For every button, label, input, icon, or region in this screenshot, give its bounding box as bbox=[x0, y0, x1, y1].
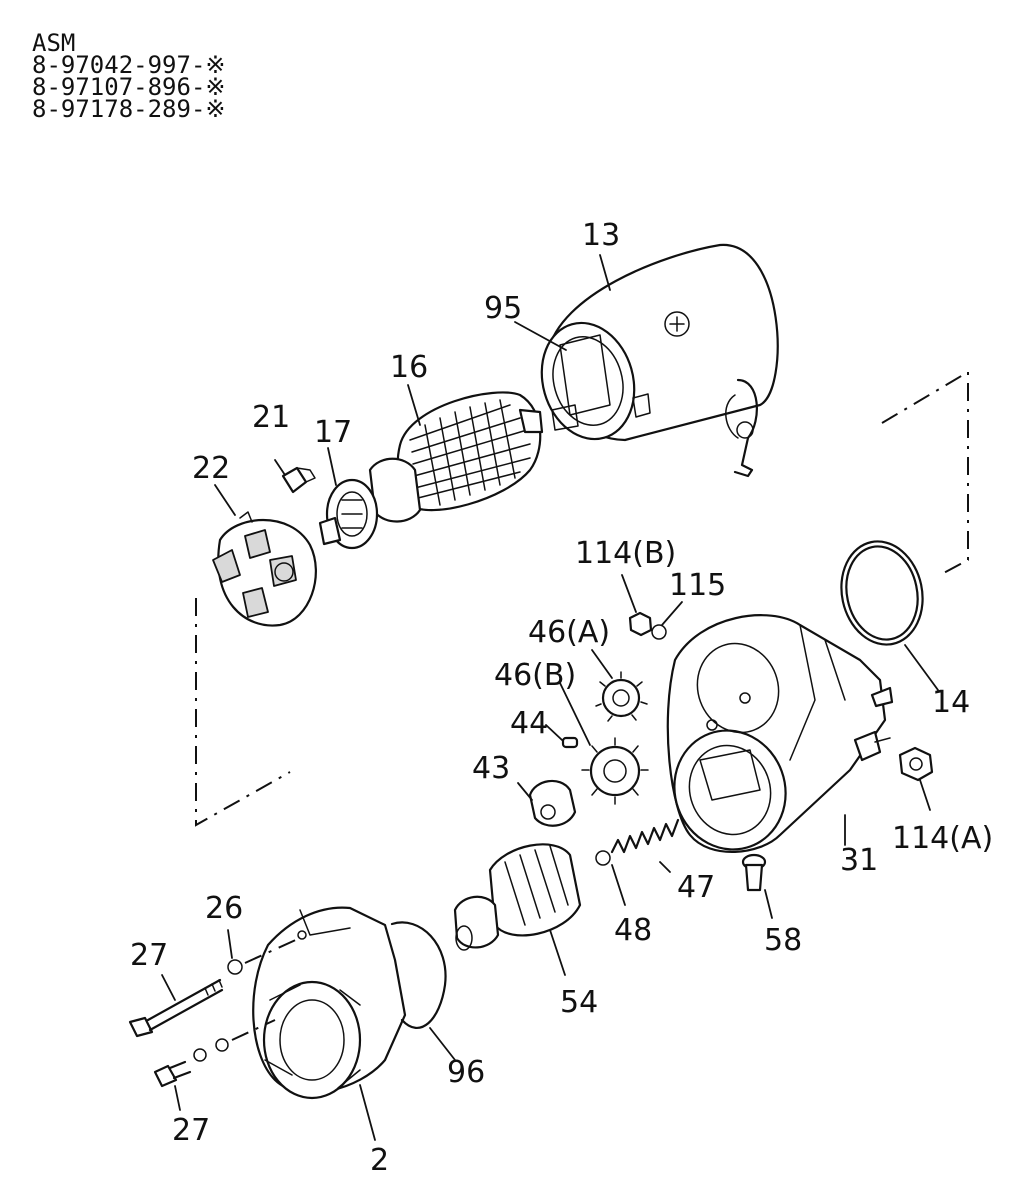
callout-31: 31 bbox=[840, 843, 878, 878]
assembly-guide-left bbox=[195, 598, 291, 827]
part-number-3: 8-97178-289-※ bbox=[32, 95, 226, 123]
brush-holder bbox=[212, 511, 317, 627]
callout-115: 115 bbox=[669, 568, 726, 603]
gear-46b bbox=[581, 737, 649, 805]
callout-43: 43 bbox=[472, 751, 510, 786]
gear-housing bbox=[666, 614, 894, 854]
callout-27-lower: 27 bbox=[172, 1113, 210, 1148]
drive-housing bbox=[252, 906, 407, 1100]
ball bbox=[595, 850, 611, 866]
gear-43 bbox=[528, 779, 577, 827]
assembly-header: ASM 8-97042-997-※ 8-97107-896-※ 8-97178-… bbox=[32, 29, 226, 123]
callout-48: 48 bbox=[614, 913, 652, 948]
long-bolt bbox=[128, 978, 224, 1038]
gear-46a bbox=[595, 671, 648, 722]
nut-b bbox=[628, 611, 653, 637]
armature bbox=[318, 391, 544, 550]
callout-46b: 46(B) bbox=[494, 658, 576, 693]
pinion-clutch bbox=[453, 843, 582, 951]
nut-a bbox=[898, 746, 934, 782]
yoke-housing bbox=[540, 243, 779, 478]
bolt-58 bbox=[741, 853, 767, 892]
spring bbox=[610, 818, 680, 854]
short-bolt bbox=[153, 1060, 192, 1088]
callout-26: 26 bbox=[205, 891, 243, 926]
callout-58: 58 bbox=[764, 923, 802, 958]
gasket-ring bbox=[840, 540, 924, 646]
washer-26 bbox=[227, 959, 243, 975]
part-number-2: 8-97107-896-※ bbox=[32, 73, 226, 101]
callout-95: 95 bbox=[484, 291, 522, 326]
assembly-title: ASM bbox=[32, 29, 76, 57]
callout-27-upper: 27 bbox=[130, 938, 168, 973]
washer-115 bbox=[651, 624, 667, 640]
callout-16: 16 bbox=[390, 350, 428, 385]
callout-13: 13 bbox=[582, 218, 620, 253]
callout-47: 47 bbox=[677, 870, 715, 905]
callout-46a: 46(A) bbox=[528, 615, 610, 650]
pin-44 bbox=[561, 736, 579, 749]
callout-114b: 114(B) bbox=[575, 536, 676, 571]
assembly-guide-right bbox=[881, 370, 969, 576]
callout-21: 21 bbox=[252, 400, 290, 435]
callout-96: 96 bbox=[447, 1055, 485, 1090]
callout-17: 17 bbox=[314, 415, 352, 450]
part-number-1: 8-97042-997-※ bbox=[32, 51, 226, 79]
callout-2: 2 bbox=[370, 1143, 389, 1178]
callout-44: 44 bbox=[510, 706, 548, 741]
callout-54: 54 bbox=[560, 985, 598, 1020]
gasket-96 bbox=[390, 921, 447, 1029]
callout-22: 22 bbox=[192, 451, 230, 486]
leader-lines bbox=[161, 254, 939, 1141]
brush bbox=[281, 466, 316, 494]
callout-14: 14 bbox=[932, 685, 970, 720]
callout-114a: 114(A) bbox=[892, 821, 993, 856]
